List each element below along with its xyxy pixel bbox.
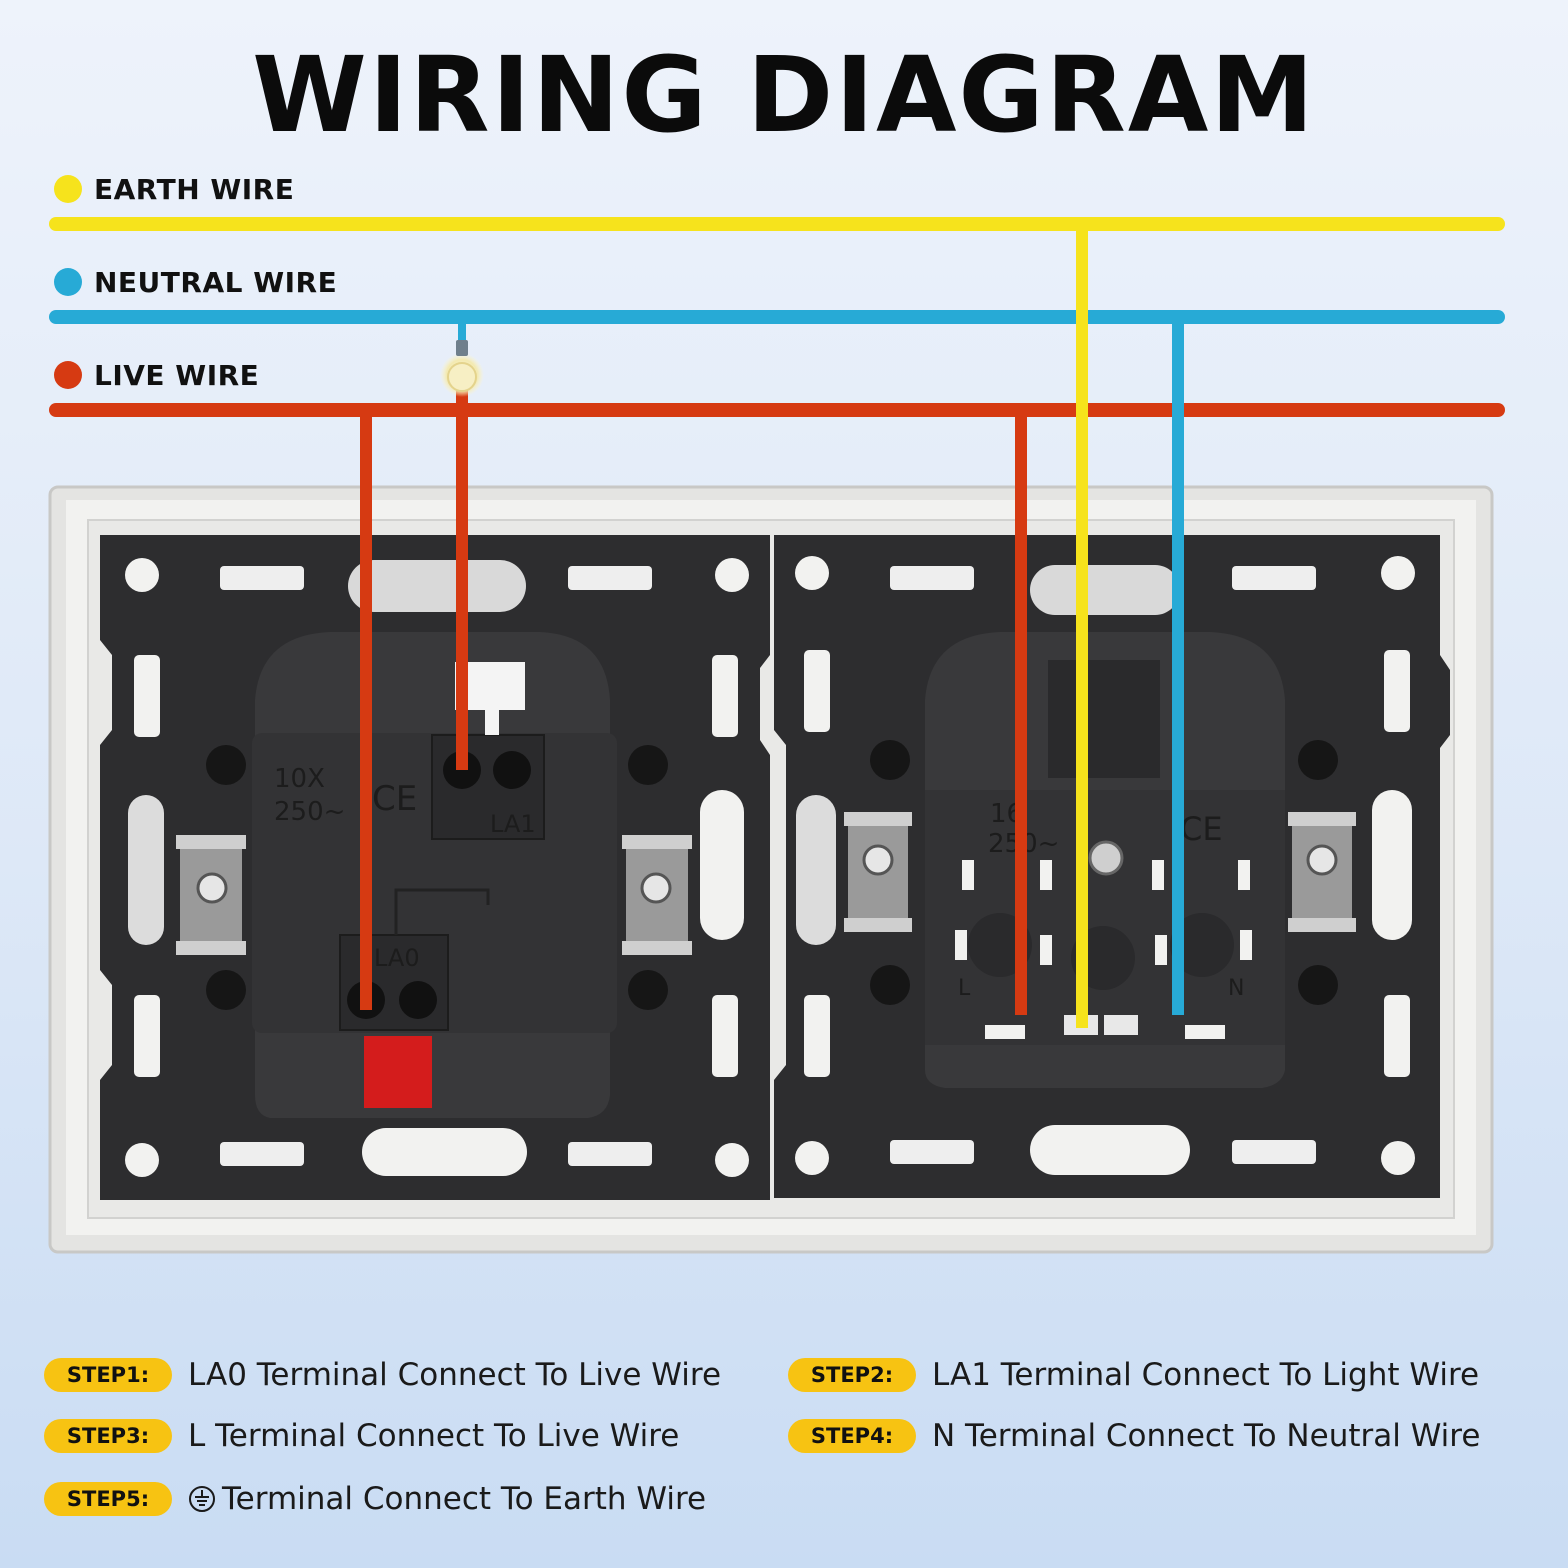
la1-label: LA1 — [490, 810, 536, 838]
step-badge: STEP2: — [788, 1358, 916, 1392]
step-text: LA1 Terminal Connect To Light Wire — [932, 1357, 1480, 1393]
socket-module: 16 250~ CE L N — [774, 535, 1450, 1198]
step-text: N Terminal Connect To Neutral Wire — [932, 1418, 1481, 1454]
live-dot-icon — [54, 361, 82, 389]
step-1: STEP1: LA0 Terminal Connect To Live Wire — [44, 1357, 721, 1393]
legend-live-label: LIVE WIRE — [94, 358, 260, 392]
step-badge: STEP5: — [44, 1482, 172, 1516]
step-4: STEP4: N Terminal Connect To Neutral Wir… — [788, 1418, 1480, 1454]
step-badge: STEP3: — [44, 1419, 172, 1453]
step-badge: STEP1: — [44, 1358, 172, 1392]
step-5: STEP5: Terminal Connect To Earth Wire — [44, 1481, 706, 1517]
page-title: WIRING DIAGRAM — [252, 34, 1316, 156]
step-3: STEP3: L Terminal Connect To Live Wire — [44, 1418, 679, 1454]
legend-neutral: NEUTRAL WIRE — [54, 265, 337, 299]
legend-earth: EARTH WIRE — [54, 172, 294, 206]
legend-neutral-label: NEUTRAL WIRE — [94, 265, 338, 299]
legend-live: LIVE WIRE — [54, 358, 259, 392]
earth-dot-icon — [54, 175, 82, 203]
step-text: Terminal Connect To Earth Wire — [222, 1481, 707, 1517]
wiring-diagram: LA1 LA0 10X 250~ CE — [48, 217, 1505, 1254]
socket-left-clamp — [844, 812, 912, 932]
light-bulb-icon — [440, 340, 484, 397]
switch-module: LA1 LA0 10X 250~ CE — [100, 535, 770, 1200]
switch-rating-top: 10X — [274, 764, 325, 794]
right-terminal-clamp — [622, 835, 692, 955]
legend-earth-label: EARTH WIRE — [94, 172, 295, 206]
socket-n-label: N — [1228, 976, 1244, 1001]
neutral-dot-icon — [54, 268, 82, 296]
step-2: STEP2: LA1 Terminal Connect To Light Wir… — [788, 1357, 1479, 1393]
left-terminal-clamp — [176, 835, 246, 955]
step-text: LA0 Terminal Connect To Live Wire — [188, 1357, 722, 1393]
socket-right-clamp — [1288, 812, 1356, 932]
earth-symbol-icon — [189, 1486, 215, 1512]
socket-ce-mark: CE — [1180, 810, 1223, 848]
socket-l-label: L — [958, 976, 971, 1001]
switch-ce-mark: CE — [372, 779, 417, 819]
step-text: L Terminal Connect To Live Wire — [188, 1418, 680, 1454]
la0-label: LA0 — [374, 944, 420, 972]
switch-rating-bottom: 250~ — [274, 797, 345, 827]
step-badge: STEP4: — [788, 1419, 916, 1453]
